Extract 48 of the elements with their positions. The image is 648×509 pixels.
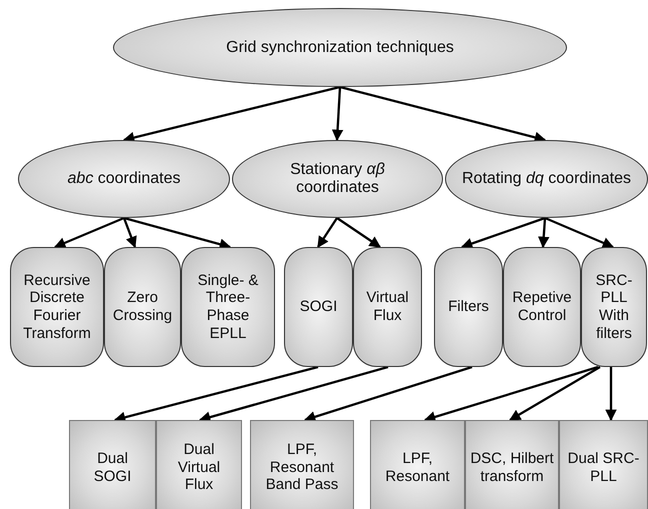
node-label: Dual Virtual Flux <box>176 441 222 494</box>
arrow <box>424 366 598 422</box>
rounded-box <box>503 247 581 367</box>
arrow <box>544 216 614 248</box>
arrow <box>54 216 124 248</box>
arrow <box>198 366 388 423</box>
node-label: Recursive Discrete Fourier Transform <box>22 272 92 342</box>
node-label: SRC-PLL With filters <box>594 272 634 342</box>
node-label: SOGI <box>298 298 338 316</box>
arrow <box>124 216 232 250</box>
rect-box <box>370 420 465 509</box>
arrow <box>332 86 344 142</box>
node-label: Filters <box>447 298 490 316</box>
arrow <box>317 217 338 248</box>
arrow <box>460 216 546 250</box>
rounded-box <box>353 247 422 367</box>
rounded-box <box>581 247 647 367</box>
node-label: abc coordinates <box>66 170 182 188</box>
arrow <box>304 366 472 422</box>
rounded-box <box>181 247 275 367</box>
arrow <box>114 366 318 423</box>
arrow <box>340 86 546 143</box>
node-label: Zero Crossing <box>112 289 174 325</box>
node-label: DSC, Hilbert transform <box>469 450 555 486</box>
rect-box <box>559 420 648 509</box>
rect-box <box>69 420 156 509</box>
node-label: LPF, Resonant <box>384 450 451 486</box>
node-label: Dual SOGI <box>92 450 132 486</box>
node-label: Repetive Control <box>511 289 573 325</box>
rounded-box <box>10 247 104 367</box>
rounded-box <box>104 247 181 367</box>
node-label: Single- & Three-Phase EPLL <box>196 272 260 342</box>
arrow <box>605 367 617 422</box>
rounded-box <box>434 247 503 367</box>
node-label: Stationary αβ coordinates <box>289 161 386 197</box>
node-label: Dual SRC-PLL <box>566 450 640 486</box>
arrow <box>538 218 550 248</box>
rounded-box <box>284 247 353 367</box>
node-label: Virtual Flux <box>365 289 410 325</box>
rect-box <box>156 420 242 509</box>
arrow <box>509 366 601 421</box>
node-label: Rotating dq coordinates <box>460 170 632 188</box>
rect-box <box>250 420 354 509</box>
node-label: Grid synchronization techniques <box>225 38 455 56</box>
arrow <box>336 217 381 248</box>
arrow <box>122 218 137 248</box>
rect-box <box>465 420 559 509</box>
node-label: LPF, Resonant Band Pass <box>264 441 340 494</box>
